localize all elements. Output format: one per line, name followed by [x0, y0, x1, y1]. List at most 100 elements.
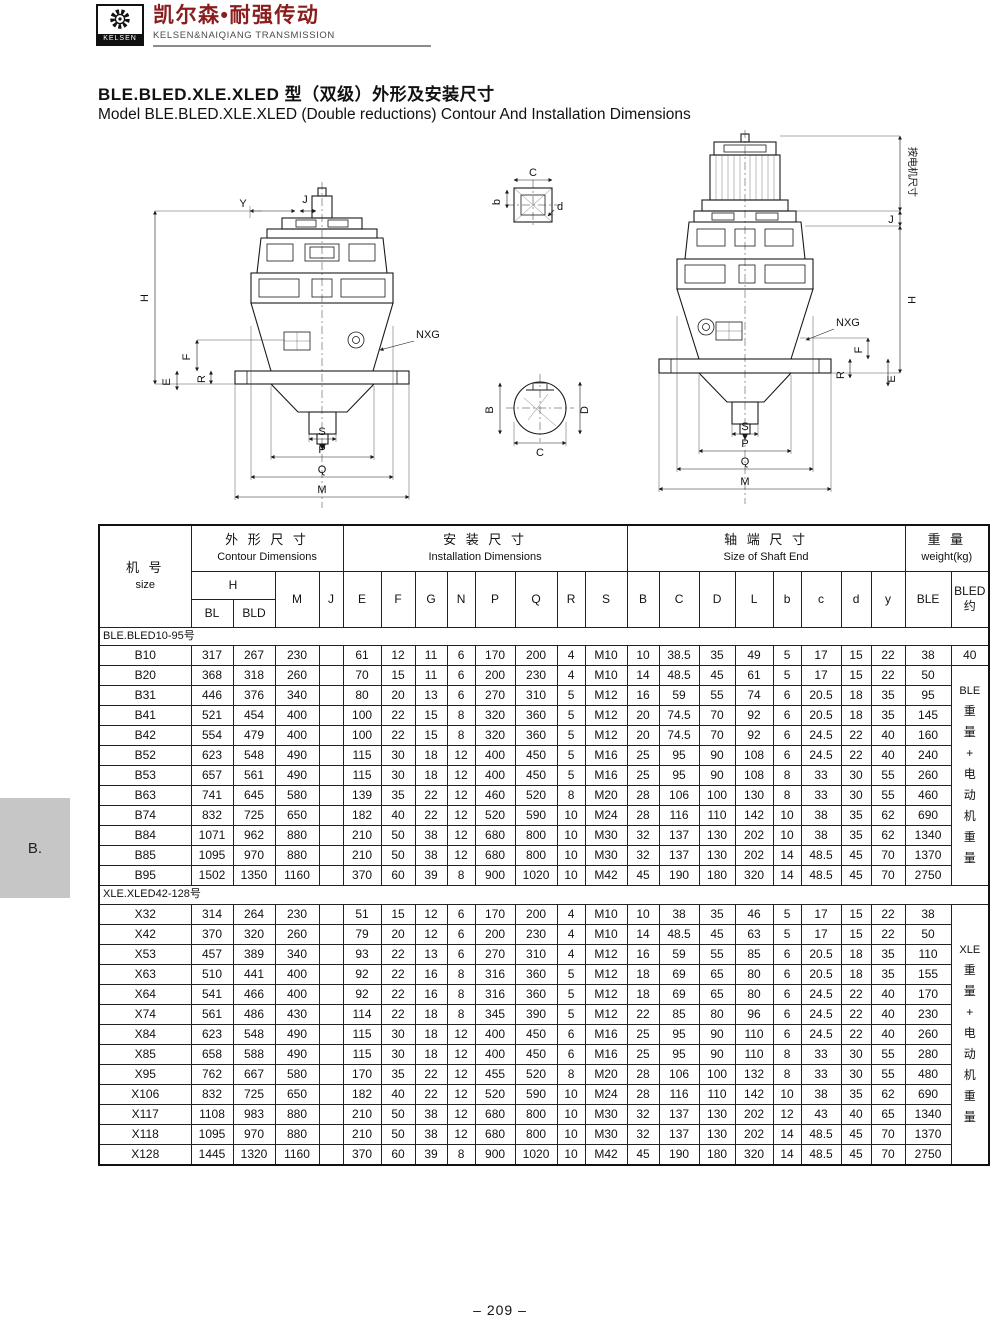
- cell: [318, 805, 344, 827]
- side-index-tab: B.: [0, 798, 70, 898]
- cell: [318, 1064, 344, 1085]
- cell: 142: [734, 1084, 774, 1105]
- cell: 25: [626, 745, 660, 767]
- cell: 22: [380, 984, 416, 1005]
- cell: 39: [414, 865, 448, 887]
- size-cell: B52: [98, 745, 192, 767]
- cell: 20.5: [800, 964, 842, 985]
- size-cell: X53: [98, 944, 192, 965]
- cell: 510: [190, 964, 234, 985]
- cell: 55: [698, 685, 736, 707]
- cell: 8: [772, 785, 802, 807]
- cell: 22: [380, 1004, 416, 1025]
- col-header-f: F: [380, 570, 416, 628]
- cell: 12: [446, 845, 476, 867]
- cell: 667: [232, 1064, 276, 1085]
- cell: M30: [584, 825, 628, 847]
- cell: 96: [734, 1004, 774, 1025]
- cell: 106: [658, 1064, 700, 1085]
- dimension-table: 机 号 size 外 形 尺 寸 Contour Dimensions 安 装 …: [98, 524, 991, 1166]
- shaft-header-en: Size of Shaft End: [723, 550, 809, 563]
- cell: 142: [734, 805, 774, 827]
- cell: 650: [274, 1084, 320, 1105]
- cell: 92: [734, 705, 774, 727]
- cell: 725: [232, 805, 276, 827]
- cell: 15: [840, 645, 872, 667]
- dim-label-c-bottom-detail: C: [536, 447, 544, 459]
- technical-drawings: Y J H F R E NXG: [0, 126, 1000, 520]
- cell: 541: [190, 984, 234, 1005]
- cell: 8: [446, 865, 476, 887]
- cell: 320: [474, 705, 516, 727]
- cell: 74.5: [658, 725, 700, 747]
- dim-label-nxg-right: NXG: [836, 317, 860, 329]
- col-group-shaft-end: 轴 端 尺 寸 Size of Shaft End: [626, 524, 906, 572]
- cell: 6: [772, 984, 802, 1005]
- size-cell: B84: [98, 825, 192, 847]
- cell: 210: [342, 845, 382, 867]
- cell: 316: [474, 984, 516, 1005]
- cell: 50: [904, 665, 952, 687]
- cell: 130: [734, 785, 774, 807]
- cell: 370: [342, 1144, 382, 1166]
- cell: 10: [626, 645, 660, 667]
- section-header-row: XLE.XLED42-128号: [98, 885, 990, 905]
- cell: 10: [556, 1084, 586, 1105]
- cell: 25: [626, 1044, 660, 1065]
- cell: 900: [474, 1144, 516, 1166]
- cell: 280: [904, 1044, 952, 1065]
- cell: 15: [380, 665, 416, 687]
- dim-label-nxg-left: NXG: [416, 329, 440, 341]
- size-cell: B74: [98, 805, 192, 827]
- cell: 22: [414, 1064, 448, 1085]
- cell: 30: [380, 765, 416, 787]
- cell: 35: [698, 904, 736, 925]
- cell: 38: [414, 825, 448, 847]
- cell: 1350: [232, 865, 276, 887]
- cell: 55: [870, 785, 906, 807]
- cell: 95: [904, 685, 952, 707]
- company-logo: KELSEN: [96, 4, 144, 46]
- cell: 320: [232, 924, 276, 945]
- cell: M30: [584, 1104, 628, 1125]
- col-header-e: E: [342, 570, 382, 628]
- cell: 8: [446, 984, 476, 1005]
- col-header-size: 机 号 size: [98, 524, 192, 628]
- cell: 680: [474, 825, 516, 847]
- cell: 520: [474, 1084, 516, 1105]
- col-header-bld: BLD: [232, 598, 276, 628]
- cell: 762: [190, 1064, 234, 1085]
- brand-name-cn: 凯尔森•耐强传动: [153, 4, 320, 27]
- cell: 8: [772, 765, 802, 787]
- cell: 15: [414, 725, 448, 747]
- cell: 590: [514, 1084, 558, 1105]
- gear-icon: [105, 6, 135, 34]
- cell: 30: [840, 785, 872, 807]
- cell: 725: [232, 1084, 276, 1105]
- cell: 5: [772, 645, 802, 667]
- size-cell: X128: [98, 1144, 192, 1166]
- cell: 1502: [190, 865, 234, 887]
- cell: 13: [414, 944, 448, 965]
- cell: 14: [772, 1144, 802, 1166]
- cell: 320: [474, 725, 516, 747]
- cell: 6: [446, 645, 476, 667]
- dim-label-b-top-detail: b: [491, 199, 503, 205]
- logo-label: KELSEN: [98, 34, 142, 44]
- cell: M12: [584, 705, 628, 727]
- cell: 69: [658, 984, 700, 1005]
- cell: 4: [556, 944, 586, 965]
- cell: M24: [584, 1084, 628, 1105]
- cell: 35: [840, 1084, 872, 1105]
- right-gearbox-drawing: 按电机尺寸 J H NXG F R E: [658, 130, 919, 504]
- cell: 446: [190, 685, 234, 707]
- cell: 137: [658, 825, 700, 847]
- cell: 115: [342, 745, 382, 767]
- cell: M30: [584, 1124, 628, 1145]
- cell: 110: [904, 944, 952, 965]
